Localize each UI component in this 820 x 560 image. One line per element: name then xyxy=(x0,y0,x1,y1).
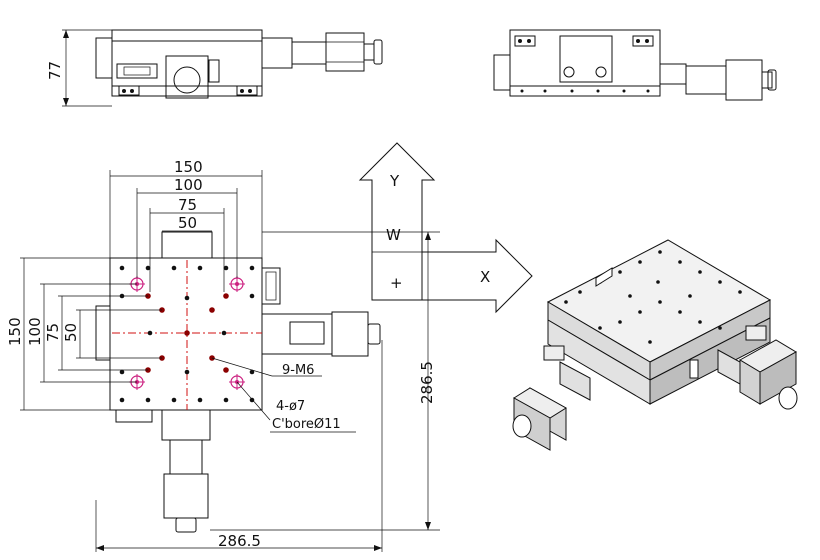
m6-tapped-holes xyxy=(145,293,229,373)
y-axis-label: Y xyxy=(389,172,400,190)
top-dimensions: 150 100 75 50 xyxy=(109,158,263,292)
iso-holes xyxy=(564,250,742,344)
side-view-left-cap xyxy=(95,37,113,79)
d-sub-connector xyxy=(116,63,158,79)
x-stepper-motor xyxy=(331,311,369,357)
dim-width-150: 150 xyxy=(174,158,203,176)
main-top-view: 150 100 75 50 150 100 75 50 2 xyxy=(6,158,440,552)
x-axis-arrow xyxy=(421,238,533,314)
left-dimensions: 150 100 75 50 xyxy=(6,257,162,411)
dim-side-height: 77 xyxy=(46,61,64,80)
side-view-right xyxy=(493,29,777,101)
dim-height-150: 150 xyxy=(6,317,24,346)
front-view-motor xyxy=(725,59,763,101)
stepper-motor xyxy=(325,32,365,72)
perimeter-holes xyxy=(119,265,255,403)
dim-height-75: 75 xyxy=(44,323,62,342)
plus-symbol: + xyxy=(390,274,403,292)
side-view-left: 77 xyxy=(46,29,383,107)
front-view-left-cap xyxy=(493,54,511,91)
dim-height-50: 50 xyxy=(62,323,80,342)
axis-arrows: Y W + X xyxy=(358,142,533,314)
center-bore xyxy=(173,66,201,94)
dim-width-50: 50 xyxy=(178,214,197,232)
hand-wheel xyxy=(373,39,383,65)
y-stepper-motor xyxy=(163,473,209,519)
dim-width-75: 75 xyxy=(178,196,197,214)
isometric-view xyxy=(512,239,798,451)
dim-total-height: 286.5 xyxy=(418,361,436,404)
overall-dimensions: 286.5 286.5 xyxy=(95,231,440,552)
callouts: 9-M6 4-ø7 C'boreØ11 xyxy=(211,357,356,433)
callout-counterbore-1: 4-ø7 xyxy=(276,399,305,414)
x-axis-label: X xyxy=(480,268,490,286)
callout-counterbore-2: C'boreØ11 xyxy=(272,417,341,432)
dim-total-width: 286.5 xyxy=(218,532,261,550)
table-connector xyxy=(261,267,281,305)
callout-m6: 9-M6 xyxy=(282,363,314,378)
dim-height-100: 100 xyxy=(26,317,44,346)
y-axis-symbol: W xyxy=(386,226,401,244)
dim-width-100: 100 xyxy=(174,176,203,194)
